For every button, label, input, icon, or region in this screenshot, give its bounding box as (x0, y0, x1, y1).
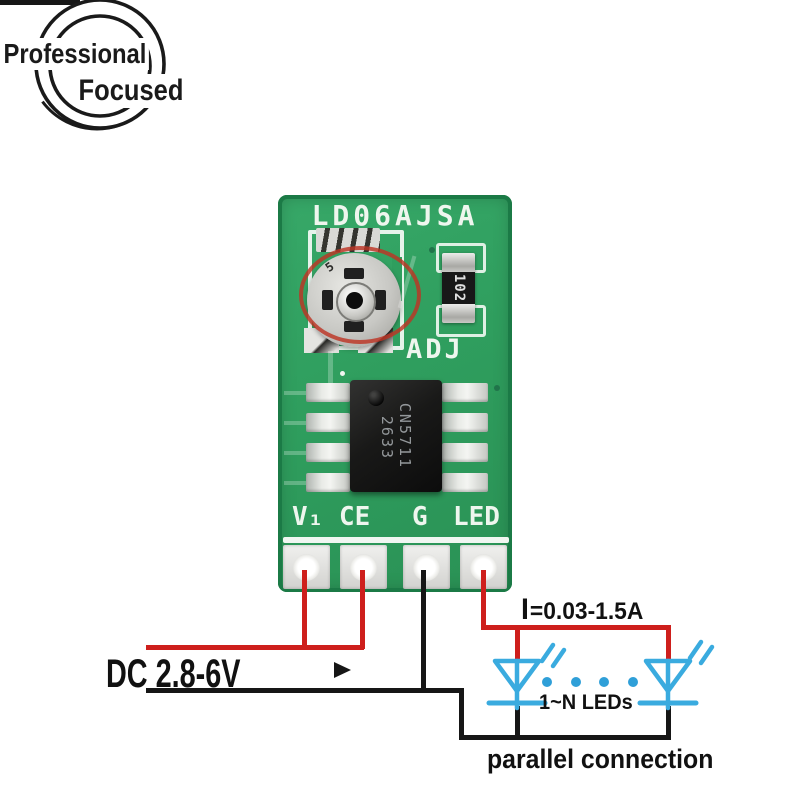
silkscreen-line (283, 537, 509, 543)
wire-negative-drop (459, 688, 464, 739)
red-annotation-circle (299, 246, 421, 344)
wire-led-anode-bus (481, 625, 671, 630)
ic-pin-pad (442, 383, 488, 402)
brand-logo: Professional Focused (0, 0, 230, 160)
solder-pad-g (403, 545, 450, 589)
pin-label-led: LED (453, 502, 500, 532)
ic-pin-pad (442, 443, 488, 462)
wire-g-black (421, 570, 426, 692)
led-symbols (486, 639, 715, 711)
smd-resistor-icon: 102 (442, 253, 475, 323)
resistor-cap (442, 304, 475, 323)
wire-led-red (481, 570, 486, 629)
ic-pin-pad (306, 473, 350, 492)
via-dot (494, 385, 500, 391)
wire-v1-red (302, 570, 307, 649)
ic-pin1-dimple (368, 390, 384, 406)
connection-type-label: parallel connection (487, 744, 714, 774)
wire-led1-anode (515, 625, 520, 663)
pcb-model-label: LD06AJSA (311, 199, 479, 232)
via-dot (340, 371, 345, 376)
led1-diode-icon (486, 642, 567, 711)
wire-led2-anode (666, 625, 671, 663)
solder-pad-v1 (283, 545, 330, 589)
ic-marking-label: CN5711 2633 (378, 403, 414, 469)
pcb-trace (284, 481, 308, 485)
ic-pin-pad (306, 413, 350, 432)
output-current-label: I=0.03-1.5A (521, 593, 643, 627)
pin-label-v1: V₁ (292, 502, 324, 532)
current-symbol: I (521, 593, 530, 626)
wire-led2-cathode (666, 706, 671, 739)
arrow-icon (0, 0, 80, 5)
resistor-body: 102 (442, 272, 475, 304)
ic-pin-pad (306, 443, 350, 462)
pad-hole (293, 554, 320, 581)
wire-led-cathode-bus (459, 735, 671, 740)
wire-led1-cathode (515, 706, 520, 739)
current-range: =0.03-1.5A (529, 598, 644, 625)
pad-hole (413, 554, 440, 581)
via-dot (429, 247, 435, 253)
ellipsis-dots-icon (542, 677, 638, 687)
ic-part-number: CN5711 (396, 402, 414, 470)
arrow-head-icon (334, 662, 351, 678)
wire-ce-red (360, 570, 365, 649)
pcb-trace (284, 421, 308, 425)
ic-pin-pad (442, 473, 488, 492)
wire-supply-negative (146, 688, 464, 693)
ic-chip: CN5711 2633 (350, 380, 442, 492)
led2-diode-icon (637, 639, 715, 711)
pcb-trace (284, 451, 308, 455)
pcb-trace (284, 391, 308, 395)
pcb-trace (328, 351, 333, 383)
ic-pin-pad (306, 383, 350, 402)
ic-pin-pad (442, 413, 488, 432)
logo-text-focused: Focused (76, 74, 186, 108)
pin-label-g: G (412, 502, 428, 532)
led-count-label: 1~N LEDs (539, 691, 633, 714)
pin-label-ce: CE (339, 502, 371, 532)
adj-label: ADJ (406, 334, 464, 365)
resistor-cap (442, 253, 475, 272)
logo-text-professional: Professional (1, 38, 149, 70)
resistor-value-label: 102 (450, 273, 467, 303)
pcb-board: LD06AJSA 5 102 ADJ (278, 195, 512, 592)
wire-supply-positive (146, 645, 364, 650)
supply-voltage-label: DC 2.8-6V (106, 652, 241, 696)
solder-pad-ce (340, 545, 387, 589)
ic-date-code: 2633 (378, 415, 396, 461)
